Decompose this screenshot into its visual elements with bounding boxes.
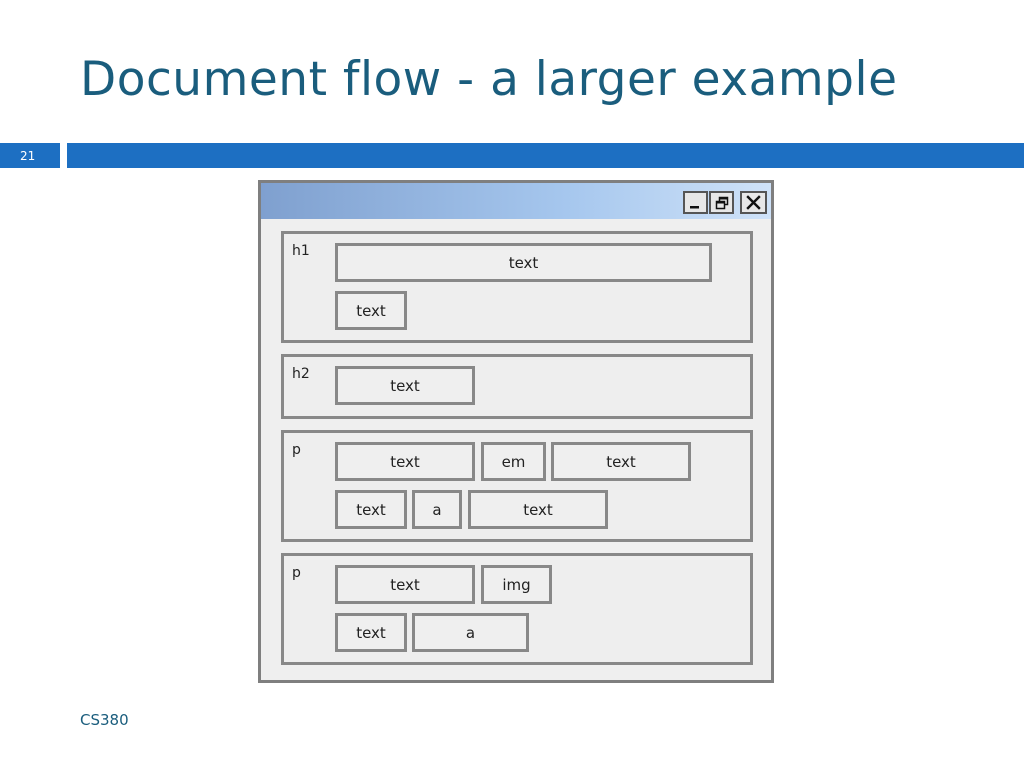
close-button[interactable] xyxy=(740,191,767,214)
element-tag-label: p xyxy=(292,442,301,458)
inline-box: text xyxy=(335,366,475,405)
inline-box: img xyxy=(481,565,552,604)
inline-box: a xyxy=(412,490,462,529)
slide-number: 21 xyxy=(0,143,60,168)
close-icon xyxy=(746,195,761,210)
footer-course-code: CS380 xyxy=(80,711,129,729)
inline-box: text xyxy=(468,490,608,529)
h2-element: h2 text xyxy=(281,354,753,419)
restore-button[interactable] xyxy=(709,191,734,214)
window-titlebar[interactable] xyxy=(261,183,771,219)
p-element: p text img text a xyxy=(281,553,753,665)
element-tag-label: h2 xyxy=(292,366,310,382)
minimize-button[interactable] xyxy=(683,191,708,214)
inline-box: text xyxy=(335,243,712,282)
inline-box: em xyxy=(481,442,546,481)
inline-box: text xyxy=(335,442,475,481)
p-element: p text em text text a text xyxy=(281,430,753,542)
inline-box: text xyxy=(335,613,407,652)
inline-box: text xyxy=(335,490,407,529)
restore-icon xyxy=(715,196,728,209)
inline-box: text xyxy=(335,291,407,330)
element-tag-label: p xyxy=(292,565,301,581)
inline-box: text xyxy=(551,442,691,481)
browser-window: h1 text text h2 text p text em text text… xyxy=(258,180,774,683)
inline-box: text xyxy=(335,565,475,604)
element-tag-label: h1 xyxy=(292,243,310,259)
inline-box: a xyxy=(412,613,529,652)
accent-bar xyxy=(67,143,1024,168)
minimize-icon xyxy=(690,206,699,209)
slide-title: Document flow - a larger example xyxy=(80,52,898,107)
h1-element: h1 text text xyxy=(281,231,753,343)
